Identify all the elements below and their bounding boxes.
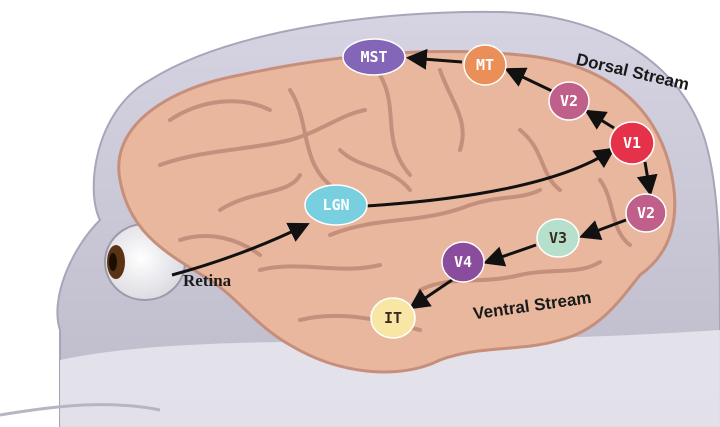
area-v2-dorsal-label: V2 [560, 92, 578, 110]
area-lgn-label: LGN [322, 196, 349, 214]
area-v4-label: V4 [454, 253, 472, 271]
area-mt: MT [464, 45, 506, 85]
area-v2-ventral: V2 [626, 194, 666, 232]
area-v2-dorsal: V2 [549, 82, 589, 120]
area-v1-label: V1 [623, 134, 641, 152]
area-v4: V4 [442, 242, 484, 282]
area-v3-label: V3 [549, 229, 567, 247]
area-it: IT [371, 298, 415, 338]
area-lgn: LGN [305, 185, 367, 225]
area-v1: V1 [610, 122, 654, 164]
area-mt-label: MT [476, 56, 494, 74]
area-v2-ventral-label: V2 [637, 204, 655, 222]
area-v3: V3 [537, 219, 579, 257]
area-it-label: IT [384, 309, 402, 327]
area-mst: MST [343, 39, 405, 75]
area-mst-label: MST [360, 48, 387, 66]
retina-label: Retina [183, 271, 232, 290]
